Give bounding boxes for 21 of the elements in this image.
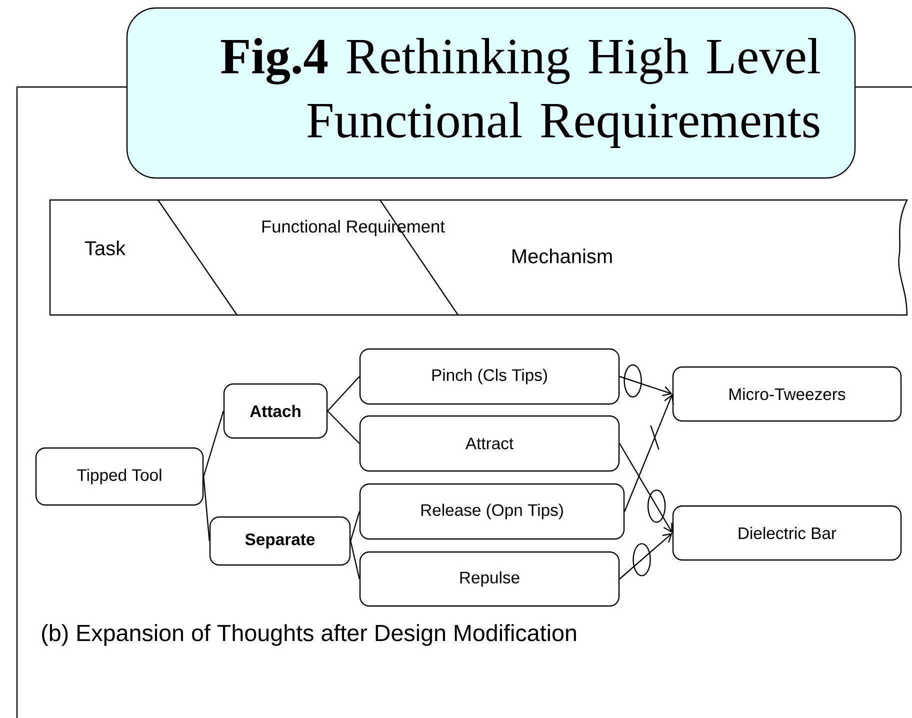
title-box: Fig.4 Rethinking High Level Functional Requirements <box>126 7 856 179</box>
process-box: Dielectric Bar <box>672 505 902 561</box>
arrow <box>619 364 672 398</box>
process-box: Repulse <box>359 551 620 607</box>
connector-line <box>203 410 224 477</box>
process-box: Tipped Tool <box>35 447 204 506</box>
connector-line <box>327 376 360 412</box>
arrow <box>619 443 672 533</box>
arrow <box>619 533 672 580</box>
process-box: Separate <box>209 516 351 566</box>
connector-line <box>350 540 360 580</box>
process-box: Micro-Tweezers <box>672 366 902 422</box>
process-box: Pinch (Cls Tips) <box>359 348 620 405</box>
connector-line <box>203 476 210 542</box>
process-box: Release (Opn Tips) <box>359 483 625 540</box>
connector-line <box>327 410 360 444</box>
process-box: Attract <box>359 415 620 472</box>
connector-line <box>350 511 360 542</box>
process-box: Attach <box>223 383 328 439</box>
caption: (b) Expansion of Thoughts after Design Modification <box>42 624 576 646</box>
arrow <box>624 394 674 512</box>
